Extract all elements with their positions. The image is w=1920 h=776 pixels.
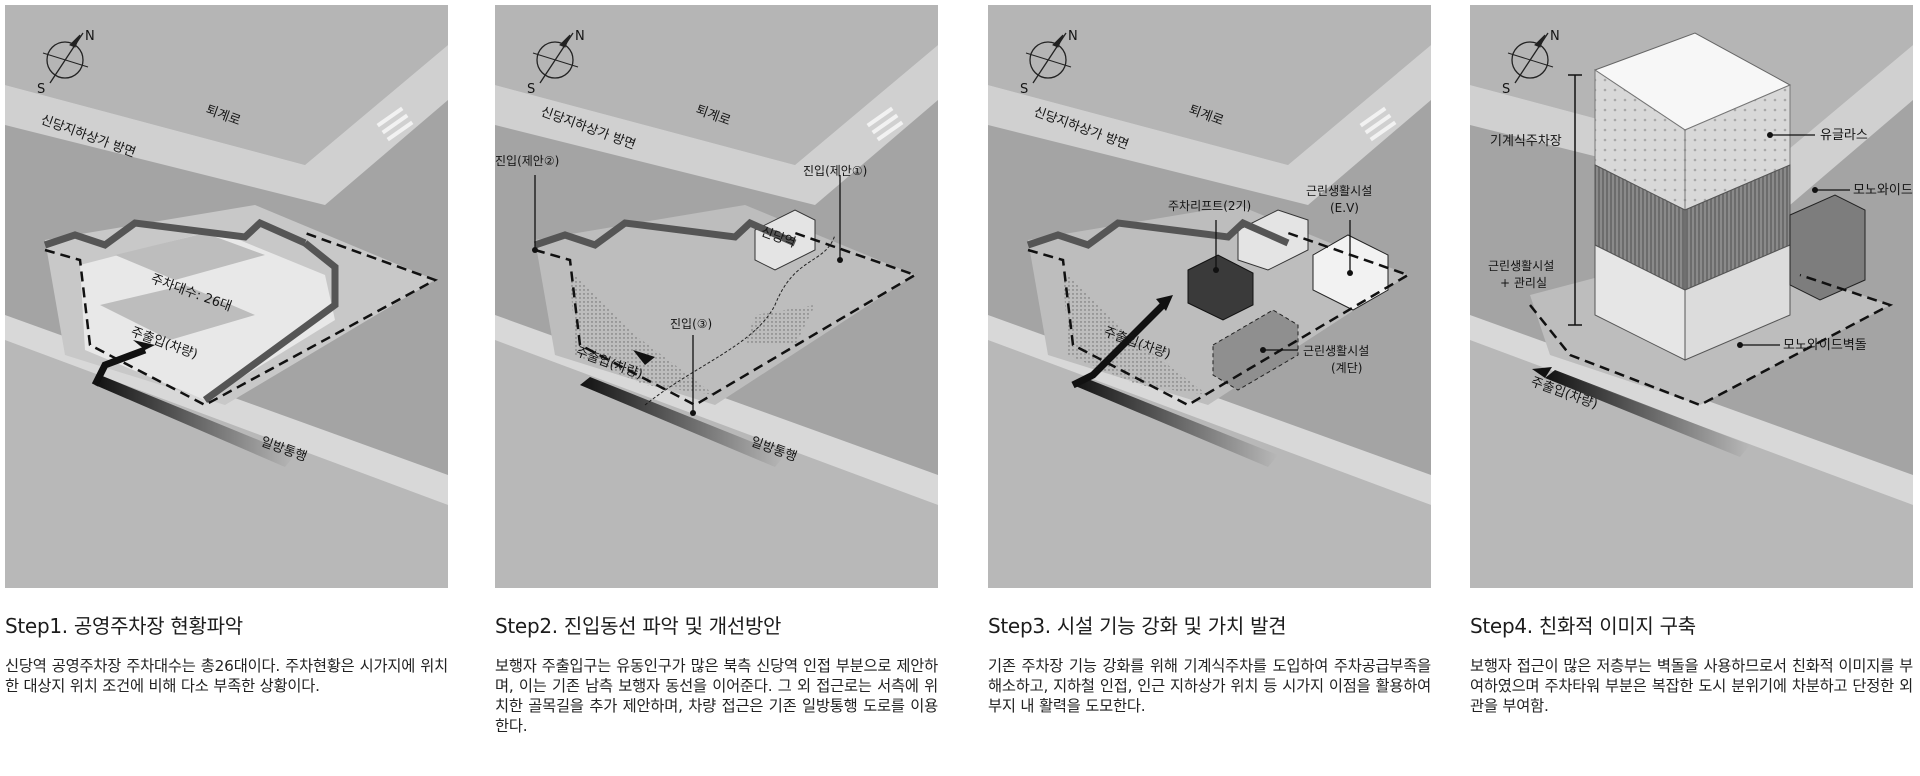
compass-south-label: S <box>37 82 45 97</box>
entry-2-label: 진입(제안②) <box>495 154 559 168</box>
mech-parking-label: 기계식주차장 <box>1490 134 1562 149</box>
compass-north-label: N <box>575 29 585 44</box>
step2-panel: N S 퇴계로 신당지하상가 방면 진입(제안②) 진입(제안①) 신당역 진입 <box>495 5 938 736</box>
step2-title: Step2. 진입동선 파악 및 개선방안 <box>495 614 782 638</box>
facility-stair-sublabel: (계단) <box>1331 361 1362 375</box>
step4-title: Step4. 친화적 이미지 구축 <box>1470 614 1696 638</box>
car-lift-block <box>1187 254 1254 321</box>
step1-title: Step1. 공영주차장 현황파악 <box>5 614 243 638</box>
facility-mgmt-label: 근린생활시설 <box>1488 259 1554 273</box>
stair-facility-block <box>1212 309 1299 391</box>
compass-north-label: N <box>1550 29 1560 44</box>
crosswalk <box>1359 106 1397 142</box>
facility-ev-label: 근린생활시설 <box>1306 184 1372 198</box>
entrance-arrow-icon <box>1156 295 1173 311</box>
entry-1-label: 진입(제안①) <box>803 164 867 178</box>
facility-stair-label: 근린생활시설 <box>1303 344 1369 358</box>
step1-svg: N S 퇴계로 신당지하상가 방면 주차대수: 26대 주출입(차량) 일방통행 <box>5 5 448 588</box>
step4-description: 보행자 접근이 많은 저층부는 벽돌을 사용하므로서 친화적 이미지를 부여하였… <box>1470 657 1913 715</box>
step3-svg: N S 퇴계로 신당지하상가 방면 주차리프트(2기) 근린생활시설 (E.V <box>988 5 1431 588</box>
step1-panel: N S 퇴계로 신당지하상가 방면 주차대수: 26대 주출입(차량) 일방통행… <box>5 5 448 696</box>
compass-south-label: S <box>1020 82 1028 97</box>
entrance-arrow-icon <box>1532 367 1552 378</box>
step4-panel: N S 기계식주차장 근린생활시설 + 관리실 유글라스 모노와이드벽돌 모노와… <box>1470 5 1913 716</box>
u-glass-label: 유글라스 <box>1820 128 1868 143</box>
compass-north-label: N <box>1068 29 1078 44</box>
step3-diagram: N S 퇴계로 신당지하상가 방면 주차리프트(2기) 근린생활시설 (E.V <box>988 5 1431 588</box>
entrance-arrow-icon <box>633 350 655 365</box>
mono-brick-label-2: 모노와이드벽돌 <box>1783 338 1867 353</box>
step4-svg: N S 기계식주차장 근린생활시설 + 관리실 유글라스 모노와이드벽돌 모노와… <box>1470 5 1913 588</box>
compass-icon <box>1507 32 1554 84</box>
crosswalk <box>376 106 414 142</box>
car-lift-label: 주차리프트(2기) <box>1168 199 1251 213</box>
compass-icon <box>42 32 89 84</box>
step3-title: Step3. 시설 기능 강화 및 가치 발견 <box>988 614 1287 638</box>
compass-north-label: N <box>85 29 95 44</box>
step3-panel: N S 퇴계로 신당지하상가 방면 주차리프트(2기) 근린생활시설 (E.V <box>988 5 1431 716</box>
compass-icon <box>1025 32 1072 84</box>
compass-icon <box>532 32 579 84</box>
entrance-arrow-icon <box>133 340 155 350</box>
mono-brick-block <box>1789 194 1866 301</box>
step4-diagram: N S 기계식주차장 근린생활시설 + 관리실 유글라스 모노와이드벽돌 모노와… <box>1470 5 1913 588</box>
step3-description: 기존 주차장 기능 강화를 위해 기계식주차를 도입하여 주차공급부족을 해소하… <box>988 657 1431 715</box>
facility-mgmt-sublabel: + 관리실 <box>1500 276 1547 290</box>
compass-south-label: S <box>1502 82 1510 97</box>
parking-stalls <box>100 233 265 340</box>
compass-south-label: S <box>527 82 535 97</box>
mono-brick-label-1: 모노와이드벽돌 <box>1853 183 1913 198</box>
step1-description: 신당역 공영주차장 주차대수는 총26대이다. 주차현황은 시가지에 위치한 대… <box>5 657 448 695</box>
step1-diagram: N S 퇴계로 신당지하상가 방면 주차대수: 26대 주출입(차량) 일방통행 <box>5 5 448 588</box>
step2-description: 보행자 주출입구는 유동인구가 많은 북측 신당역 인접 부분으로 제안하며, … <box>495 657 938 735</box>
entry-3-label: 진입(③) <box>670 317 712 331</box>
step2-diagram: N S 퇴계로 신당지하상가 방면 진입(제안②) 진입(제안①) 신당역 진입 <box>495 5 938 588</box>
step2-svg: N S 퇴계로 신당지하상가 방면 진입(제안②) 진입(제안①) 신당역 진입 <box>495 5 938 588</box>
crosswalk <box>866 106 904 142</box>
facility-ev-sublabel: (E.V) <box>1330 201 1359 215</box>
